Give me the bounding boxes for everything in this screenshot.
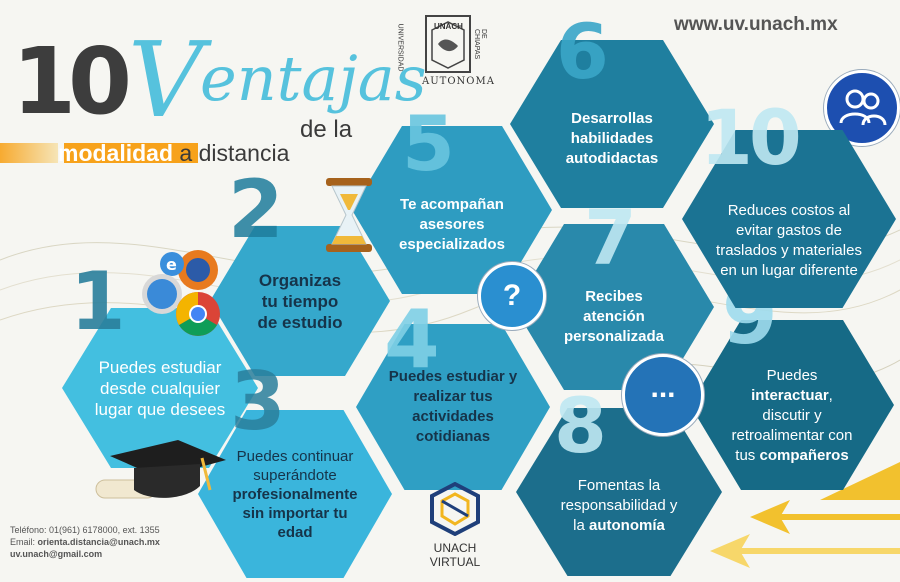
orange-banner <box>0 143 58 163</box>
contact-phone: Teléfono: 01(961) 6178000, ext. 1355 <box>10 525 160 535</box>
safari-icon <box>142 274 182 314</box>
ellipsis-bubble-icon: ... <box>622 354 704 436</box>
advantage-8-text: Fomentas la responsabilidad y la autonom… <box>516 476 722 536</box>
advantage-3-text: Puedes continuar superándote profesional… <box>198 447 392 542</box>
contact-info: Teléfono: 01(961) 6178000, ext. 1355 Ema… <box>10 524 160 560</box>
graduation-cap-icon <box>90 440 230 510</box>
advantage-1-text: Puedes estudiar desde cualquier lugar qu… <box>94 357 226 419</box>
advantage-8-text-a: Fomentas la responsabilidad y la <box>560 477 678 534</box>
ie-icon: e <box>160 252 184 276</box>
seal-bottom-text: AUTONOMA <box>422 76 495 87</box>
subtitle-line: modalidad a distancia <box>58 140 290 166</box>
question-bubble-icon: ? <box>478 262 546 330</box>
logo-line1: UNACH <box>433 541 477 555</box>
advantage-5-number: 5 <box>402 99 455 188</box>
subtitle-highlight: modalidad <box>58 140 174 166</box>
advantage-9-text-a: Puedes <box>766 367 818 384</box>
advantage-5-text: Te acompañan asesores especializados <box>399 196 505 253</box>
subtitle-de-la: de la <box>300 116 353 143</box>
advantage-9: Puedes interactuar, discutir y retroalim… <box>690 320 894 490</box>
title-word: entajas <box>200 42 427 115</box>
advantage-3-text-a: Puedes continuar superándote <box>236 447 354 484</box>
advantage-9-text-d: compañeros <box>759 447 849 464</box>
question-mark: ? <box>502 279 522 312</box>
browser-icons: e <box>138 248 228 340</box>
logo-line2: VIRTUAL <box>429 555 481 569</box>
advantage-2-text: Organizas tu tiempo de estudio <box>257 270 343 332</box>
advantage-9-text: Puedes interactuar, discutir y retroalim… <box>690 366 894 466</box>
advantage-3-text-b: profesionalmente sin importar tu edad <box>232 485 358 541</box>
advantage-2-number: 2 <box>228 163 284 256</box>
advantage-9-text-b: interactuar <box>751 387 829 404</box>
cube-icon <box>430 481 480 537</box>
contact-email[interactable]: orienta.distancia@unach.mx <box>37 537 160 547</box>
contact-email-label: Email: <box>10 537 36 547</box>
seal-icon <box>425 15 471 73</box>
website-url[interactable]: www.uv.unach.mx <box>674 14 838 35</box>
advantage-8-number: 8 <box>554 381 607 470</box>
advantage-9-text-c: , discutir y retroalimentar con tus <box>731 387 853 464</box>
unach-virtual-logo: UNACH VIRTUAL <box>422 481 488 578</box>
advantage-6: Desarrollas habilidades autodidactas <box>510 40 714 208</box>
hourglass-icon <box>324 176 374 254</box>
svg-text:e: e <box>166 255 177 274</box>
advantage-6-number: 6 <box>556 7 609 96</box>
advantage-4-number: 4 <box>384 293 440 386</box>
advantage-10: Reduces costos al evitar gastos de trasl… <box>682 130 896 308</box>
advantage-7-text: Recibes atención personalizada <box>563 288 665 345</box>
title-big-v: V <box>128 19 204 141</box>
seal-right-text: DE CHIAPAS <box>473 29 487 60</box>
header-number: 10 <box>12 28 132 135</box>
arrows-decoration <box>710 462 900 568</box>
advantage-6-text: Desarrollas habilidades autodidactas <box>565 110 659 167</box>
chrome-icon <box>176 292 220 336</box>
advantage-4-text: Puedes estudiar y realizar tus actividad… <box>388 368 518 445</box>
seal-label: UNACH <box>434 22 463 31</box>
seal-top-text: UNIVERSIDAD <box>396 23 404 72</box>
advantage-1-number: 1 <box>70 255 126 348</box>
subtitle-rest: a distancia <box>179 140 290 166</box>
contact-email2[interactable]: uv.unach@gmail.com <box>10 549 103 559</box>
advantage-10-number: 10 <box>700 93 802 182</box>
firefox-icon <box>178 250 218 290</box>
advantage-3-number: 3 <box>230 355 286 448</box>
ellipsis-mark: ... <box>650 371 676 404</box>
unach-seal: UNACH UNIVERSIDAD DE CHIAPAS AUTONOMA <box>396 10 498 92</box>
advantage-8-text-b: autonomía <box>589 517 665 534</box>
advantage-7-number: 7 <box>584 193 637 282</box>
advantage-10-text: Reduces costos al evitar gastos de trasl… <box>716 202 862 279</box>
contact-email-line: Email: orienta.distancia@unach.mx <box>10 536 160 548</box>
